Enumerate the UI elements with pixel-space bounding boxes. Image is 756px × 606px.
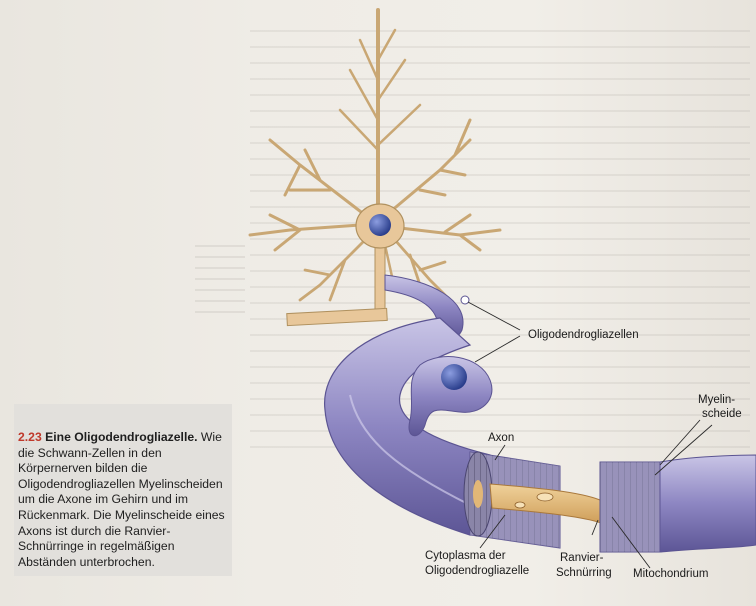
label-cytoplasma-line1: Cytoplasma der [425, 550, 506, 562]
cell-body [355, 203, 405, 249]
bleed-through-text-left [195, 245, 245, 315]
mitochondrion-icon [536, 492, 554, 502]
label-myelinscheide-line2: scheide [702, 408, 742, 420]
nucleus-icon [369, 214, 391, 236]
myelin-sheath [324, 317, 493, 536]
label-ranvier-line2: Schnürring [556, 567, 612, 579]
label-cytoplasma-line2: Oligodendrogliazelle [425, 565, 529, 577]
caption-background [14, 404, 232, 576]
label-oligodendrogliazellen: Oligodendrogliazellen [528, 329, 639, 341]
label-myelinscheide-line1: Myelin- [698, 394, 735, 406]
label-mitochondrium: Mitochondrium [633, 568, 708, 580]
label-ranvier-line1: Ranvier- [560, 552, 604, 564]
figure-caption-text: Wie die Schwann-Zellen in den Körpernerv… [18, 430, 225, 569]
figure-caption: 2.23 Eine Oligodendrogliazelle. Wie die … [18, 430, 232, 570]
figure-title: Eine Oligodendrogliazelle. [45, 430, 198, 444]
nucleus-icon-2 [441, 364, 467, 390]
leader-lines [467, 301, 713, 569]
sheath-cross-section-right [599, 454, 756, 553]
process-tip-icon [460, 295, 470, 305]
label-axon: Axon [488, 432, 514, 444]
figure-number: 2.23 [18, 430, 42, 444]
